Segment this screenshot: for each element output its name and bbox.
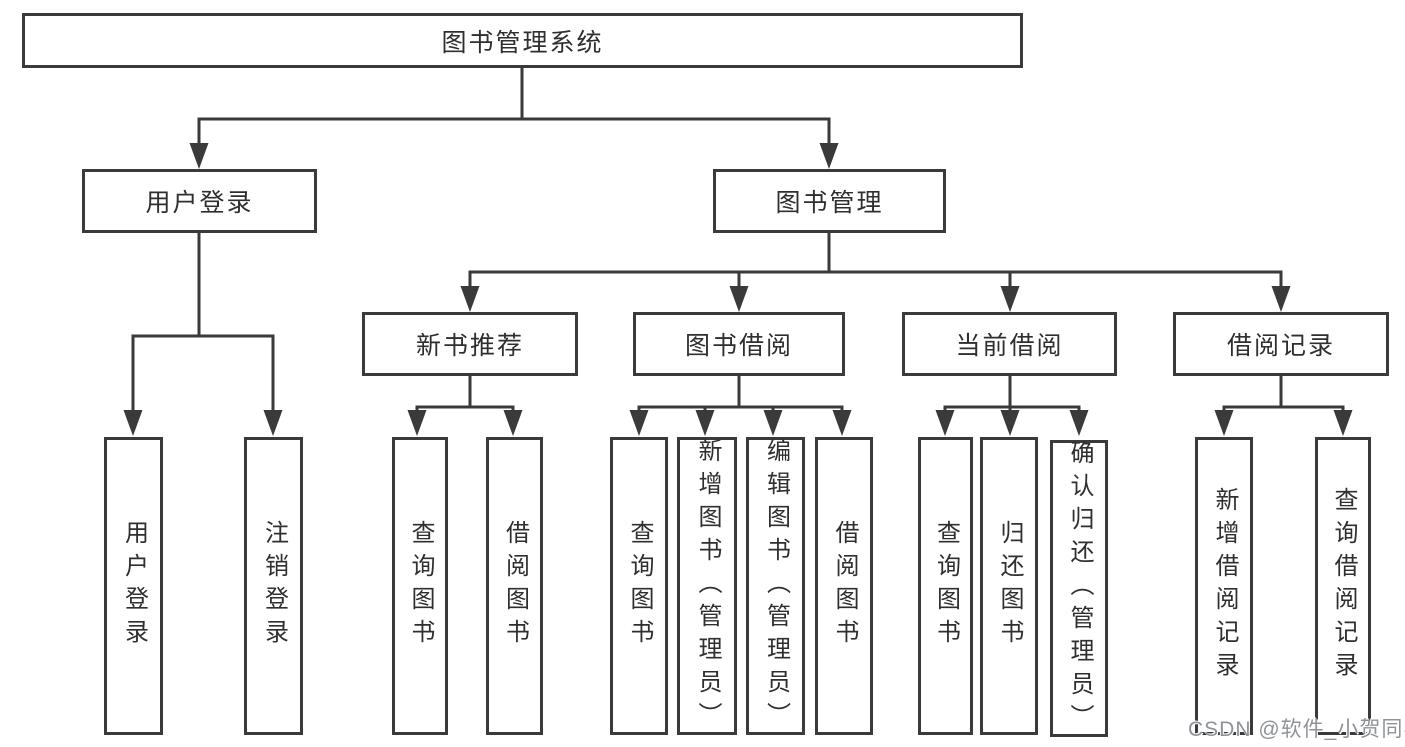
node-label: 图书管理系统 bbox=[441, 28, 604, 57]
arrowhead bbox=[1000, 286, 1020, 312]
node-label: 新增图书（管理员） bbox=[694, 437, 721, 735]
node-label: 图书借阅 bbox=[684, 332, 793, 360]
leaf-borrow-books-recommend: 借阅图书 bbox=[486, 437, 543, 735]
leaf-query-borrow-record: 查询借阅记录 bbox=[1315, 437, 1371, 735]
node-label: 查询图书 bbox=[932, 520, 960, 652]
leaf-user-login: 用户登录 bbox=[104, 437, 163, 735]
arrowhead bbox=[1333, 410, 1353, 436]
node-label: 借阅记录 bbox=[1226, 332, 1335, 360]
node-new-book-recommendation: 新书推荐 bbox=[362, 312, 578, 376]
leaf-confirm-return-admin: 确认归还（管理员） bbox=[1050, 440, 1108, 737]
arrowhead bbox=[1214, 410, 1234, 436]
node-label: 用户登录 bbox=[120, 520, 148, 652]
node-book-management: 图书管理 bbox=[713, 169, 946, 233]
node-borrowing-records: 借阅记录 bbox=[1173, 312, 1389, 376]
leaf-add-book-admin: 新增图书（管理员） bbox=[677, 437, 737, 735]
arrowhead bbox=[1000, 410, 1020, 436]
arrowhead bbox=[729, 286, 749, 312]
arrowhead bbox=[263, 410, 283, 436]
leaf-query-books-recommend: 查询图书 bbox=[392, 437, 448, 735]
arrowhead bbox=[503, 410, 523, 436]
leaf-edit-book-admin: 编辑图书（管理员） bbox=[746, 437, 805, 735]
node-library-management-system: 图书管理系统 bbox=[22, 13, 1023, 68]
node-label: 当前借阅 bbox=[955, 332, 1064, 360]
leaf-query-books-current: 查询图书 bbox=[918, 437, 973, 735]
node-user-login: 用户登录 bbox=[82, 169, 317, 233]
arrowhead bbox=[1271, 286, 1291, 312]
arrowhead bbox=[832, 410, 852, 436]
node-label: 查询图书 bbox=[407, 520, 434, 652]
node-label: 归还图书 bbox=[996, 520, 1023, 652]
node-label: 新书推荐 bbox=[415, 332, 524, 360]
node-current-borrowing: 当前借阅 bbox=[902, 312, 1117, 376]
leaf-return-books: 归还图书 bbox=[980, 437, 1038, 735]
leaf-logout-login: 注销登录 bbox=[244, 437, 303, 735]
leaf-add-borrow-record: 新增借阅记录 bbox=[1195, 437, 1253, 735]
node-label: 图书管理 bbox=[775, 189, 884, 217]
node-label: 查询借阅记录 bbox=[1330, 487, 1357, 685]
node-label: 注销登录 bbox=[260, 520, 288, 652]
arrowhead bbox=[460, 286, 480, 312]
arrowhead bbox=[1069, 410, 1089, 436]
leaf-borrow-books-borrow: 借阅图书 bbox=[815, 437, 873, 735]
arrowhead bbox=[695, 410, 715, 436]
node-label: 用户登录 bbox=[145, 189, 254, 217]
arrowhead bbox=[407, 410, 427, 436]
node-label: 新增借阅记录 bbox=[1211, 487, 1238, 685]
node-label: 编辑图书（管理员） bbox=[762, 437, 790, 735]
arrowheads bbox=[123, 143, 1353, 436]
arrowhead bbox=[123, 410, 143, 436]
arrowhead bbox=[763, 410, 783, 436]
csdn-watermark: CSDN @软件_小贺同学 bbox=[1188, 718, 1405, 741]
arrowhead bbox=[189, 143, 209, 169]
leaf-query-books-borrow: 查询图书 bbox=[610, 437, 668, 735]
arrowhead bbox=[819, 143, 839, 169]
node-label: 查询图书 bbox=[626, 520, 653, 652]
node-label: 借阅图书 bbox=[831, 520, 858, 652]
arrowhead bbox=[935, 410, 955, 436]
node-book-borrowing: 图书借阅 bbox=[633, 312, 845, 376]
node-label: 借阅图书 bbox=[501, 520, 529, 652]
arrowhead bbox=[629, 410, 649, 436]
node-label: 确认归还（管理员） bbox=[1066, 440, 1093, 737]
